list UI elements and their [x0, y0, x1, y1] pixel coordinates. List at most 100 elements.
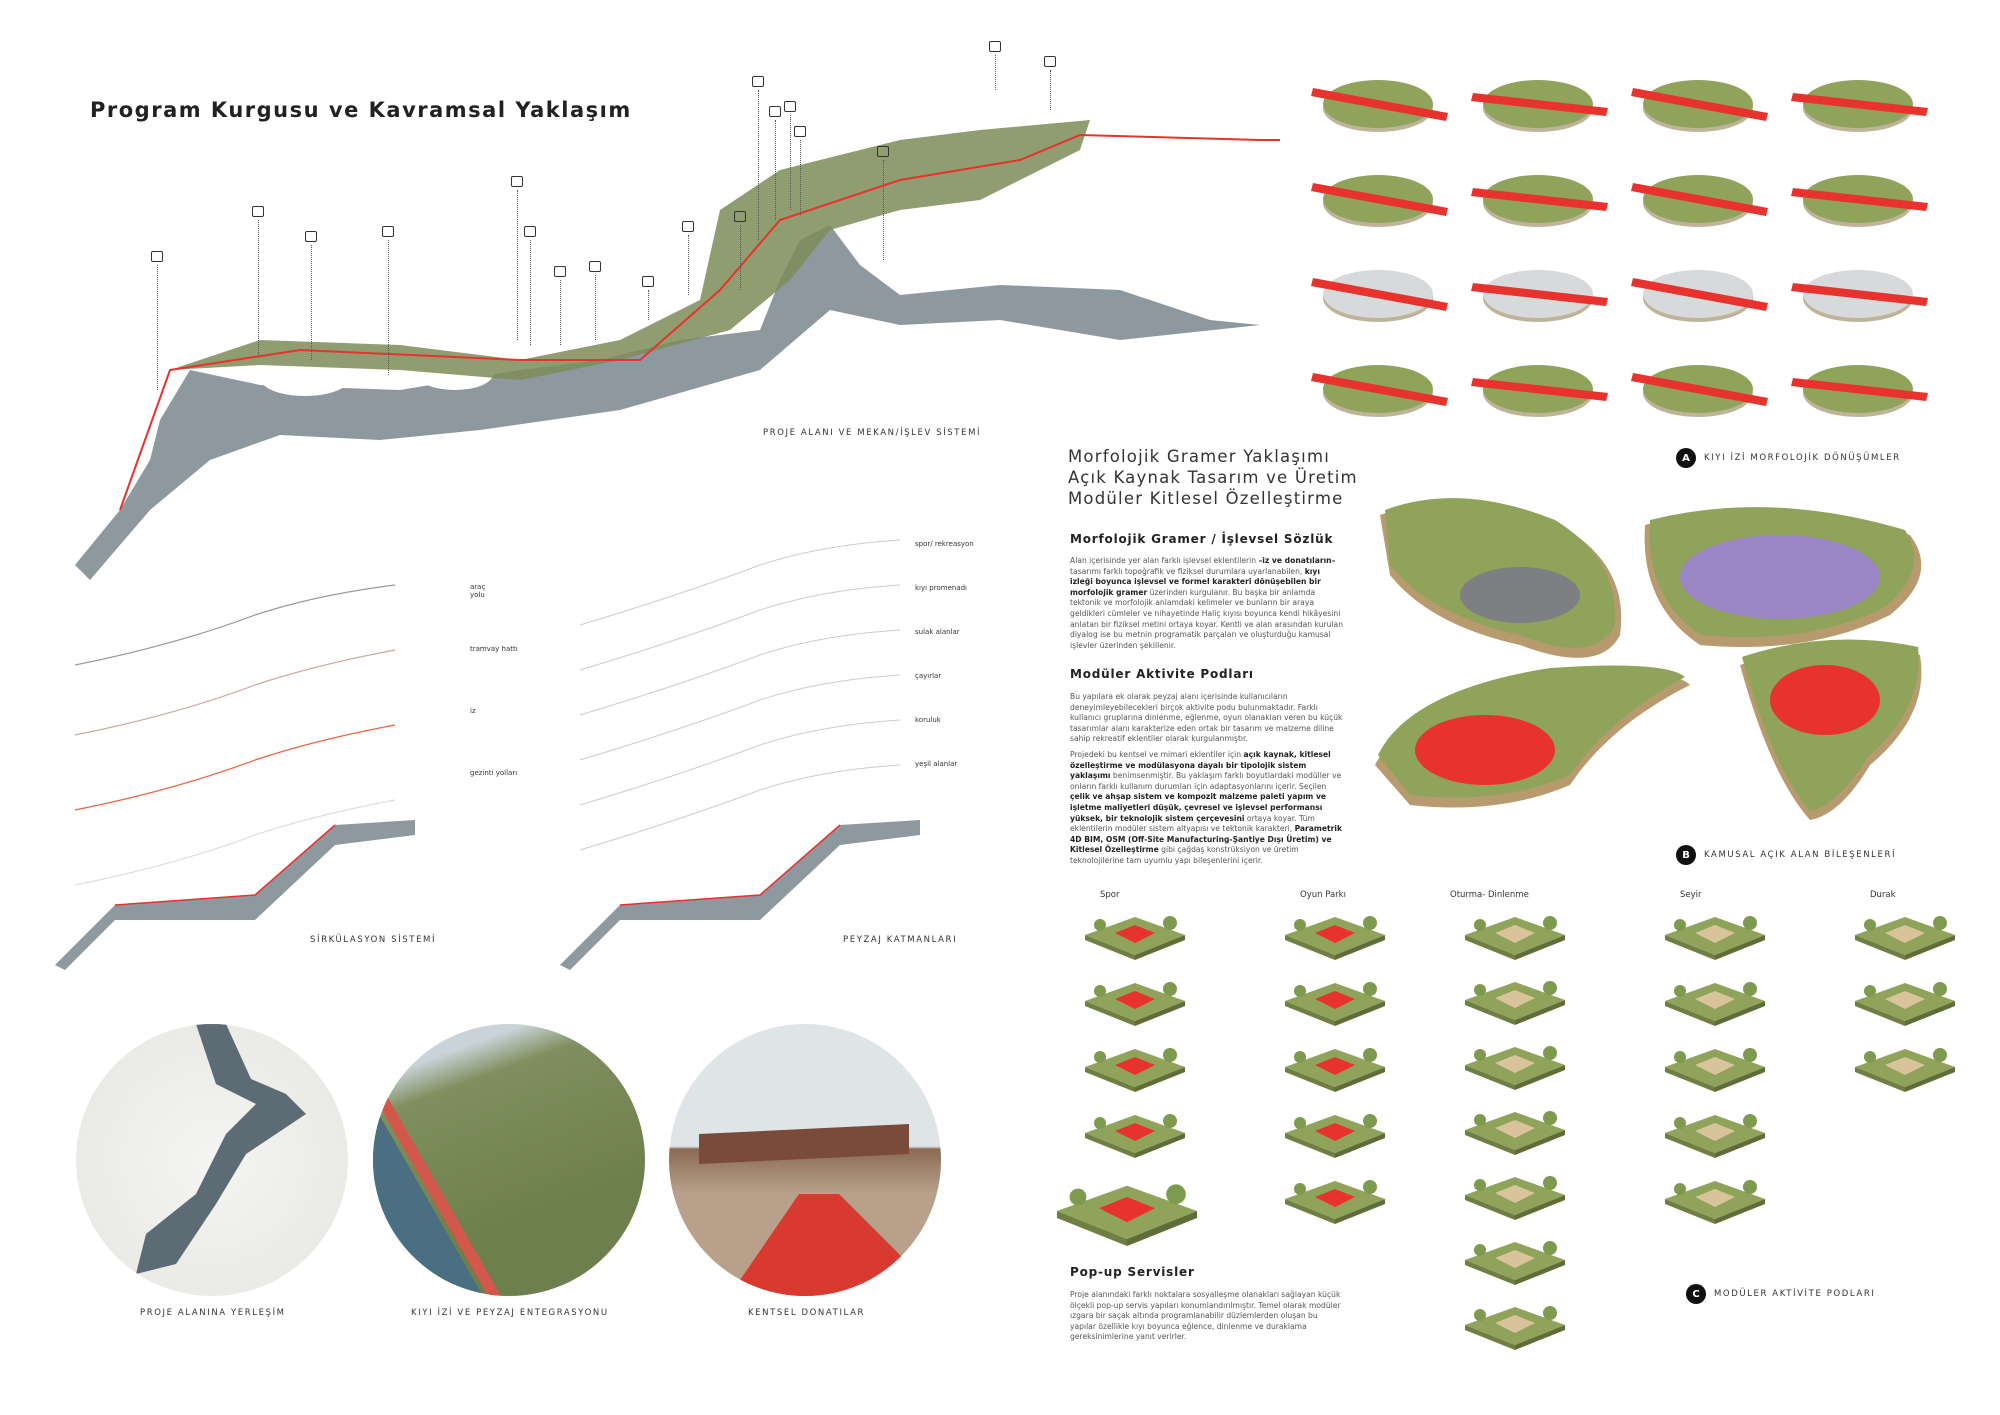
- function-icon: [252, 206, 264, 217]
- layer-label: çayırlar: [915, 672, 942, 680]
- function-icon: [682, 221, 694, 232]
- activity-pod: [1465, 981, 1565, 1025]
- map-pin: [995, 55, 996, 90]
- trail-line: [119, 133, 1280, 511]
- activity-pod: [1665, 1114, 1765, 1158]
- landscape-diagram: [560, 539, 920, 970]
- morphology-variant: [1631, 270, 1768, 322]
- activity-pod: [1665, 1180, 1765, 1224]
- activity-pod: [1465, 916, 1565, 960]
- sozluk-title: Morfolojik Gramer / İşlevsel Sözlük: [1070, 532, 1334, 546]
- map-pin: [758, 90, 759, 240]
- map-pin: [648, 290, 649, 320]
- function-icon: [511, 176, 523, 187]
- activity-pod: [1465, 1111, 1565, 1155]
- map-pin: [688, 235, 689, 295]
- activity-pod: [1465, 1241, 1565, 1285]
- popup-paragraph: Proje alanındaki farklı noktalara sosyal…: [1070, 1290, 1341, 1342]
- map-pin: [883, 160, 884, 260]
- circle-caption: KENTSEL DONATILAR: [748, 1308, 865, 1318]
- morphology-variant: [1791, 270, 1928, 322]
- activity-pod: [1285, 1114, 1385, 1158]
- activity-pod: [1855, 916, 1955, 960]
- activity-pod: [1665, 1048, 1765, 1092]
- layer-label: koruluk: [915, 716, 941, 724]
- function-icon: [877, 146, 889, 157]
- page-title: Program Kurgusu ve Kavramsal Yaklaşım: [90, 98, 632, 122]
- heading-line-3: Modüler Kitlesel Özelleştirme: [1068, 489, 1344, 508]
- section-a-title: KIYI İZİ MORFOLOJİK DÖNÜŞÜMLER: [1704, 453, 1901, 463]
- sozluk-paragraph: Alan içerisinde yer alan farklı işlevsel…: [1070, 556, 1344, 650]
- morphology-variant: [1311, 175, 1448, 227]
- activity-pod: [1285, 1048, 1385, 1092]
- layer-label: iz: [470, 707, 476, 715]
- activity-pod: [1465, 1046, 1565, 1090]
- morphology-variant: [1471, 80, 1608, 132]
- podlar-paragraph-2: Projedeki bu kentsel ve mimari eklentile…: [1070, 750, 1343, 865]
- map-pin: [517, 190, 518, 340]
- activity-pod: [1085, 1048, 1185, 1092]
- layer-label: araç yolu: [470, 583, 486, 599]
- activity-pod: [1285, 982, 1385, 1026]
- function-icon: [794, 126, 806, 137]
- circle-caption: PROJE ALANINA YERLEŞİM: [140, 1308, 286, 1318]
- morphology-grid: [1308, 58, 1928, 428]
- pod-category-title: Seyir: [1680, 890, 1702, 900]
- morphology-variant: [1631, 365, 1768, 417]
- activity-pod: [1085, 1114, 1185, 1158]
- waterfront-render: [373, 1024, 645, 1296]
- section-c-title: MODÜLER AKTİVİTE PODLARI: [1714, 1289, 1876, 1299]
- activity-pod: [1665, 982, 1765, 1026]
- map-pin: [388, 240, 389, 375]
- function-icon: [784, 101, 796, 112]
- pod-category-title: Durak: [1870, 890, 1896, 900]
- pod-category-title: Spor: [1100, 890, 1120, 900]
- layer-label: sulak alanlar: [915, 628, 960, 636]
- public-space-components: [1375, 498, 1922, 820]
- function-icon: [589, 261, 601, 272]
- layer-label: gezinti yolları: [470, 769, 518, 777]
- morphology-variant: [1311, 80, 1448, 132]
- site-map: [75, 120, 1280, 580]
- site-placement-image: [76, 1024, 348, 1296]
- function-icon: [642, 276, 654, 287]
- morphology-variant: [1311, 365, 1448, 417]
- section-a-badge: A: [1676, 448, 1696, 468]
- map-pin: [560, 280, 561, 345]
- morphology-variant: [1631, 175, 1768, 227]
- map-pin: [740, 225, 741, 290]
- map-pin: [1050, 70, 1051, 110]
- section-a-label: A KIYI İZİ MORFOLOJİK DÖNÜŞÜMLER: [1676, 448, 1901, 468]
- section-c-badge: C: [1686, 1284, 1706, 1304]
- function-icon: [382, 226, 394, 237]
- function-icon: [151, 251, 163, 262]
- morphology-variant: [1791, 80, 1928, 132]
- urban-furniture-render: [669, 1024, 941, 1296]
- morphology-variant: [1311, 270, 1448, 322]
- circle-caption: KIYI İZİ VE PEYZAJ ENTEGRASYONU: [411, 1308, 609, 1318]
- layer-label: yeşil alanlar: [915, 760, 958, 768]
- function-icon: [305, 231, 317, 242]
- activity-pod: [1085, 916, 1185, 960]
- circulation-caption: SİRKÜLASYON SİSTEMİ: [310, 935, 437, 945]
- function-icon: [524, 226, 536, 237]
- map-pin: [800, 140, 801, 215]
- activity-pod: [1855, 1048, 1955, 1092]
- function-icon: [989, 41, 1001, 52]
- heading-line-1: Morfolojik Gramer Yaklaşımı: [1068, 447, 1331, 466]
- function-icon: [554, 266, 566, 277]
- section-c-label: C MODÜLER AKTİVİTE PODLARI: [1686, 1284, 1875, 1304]
- map-pin: [530, 240, 531, 345]
- circulation-diagram: [55, 584, 415, 970]
- activity-pod: [1465, 1176, 1565, 1220]
- section-b-label: B KAMUSAL AÇIK ALAN BİLEŞENLERİ: [1676, 845, 1896, 865]
- map-pin: [258, 220, 259, 355]
- morphology-variant: [1791, 365, 1928, 417]
- activity-pod: [1285, 1180, 1385, 1224]
- layer-label: spor/ rekreasyon: [915, 540, 974, 548]
- map-pin: [790, 115, 791, 210]
- activity-pod: [1665, 916, 1765, 960]
- map-pin: [595, 275, 596, 340]
- activity-pod: [1285, 916, 1385, 960]
